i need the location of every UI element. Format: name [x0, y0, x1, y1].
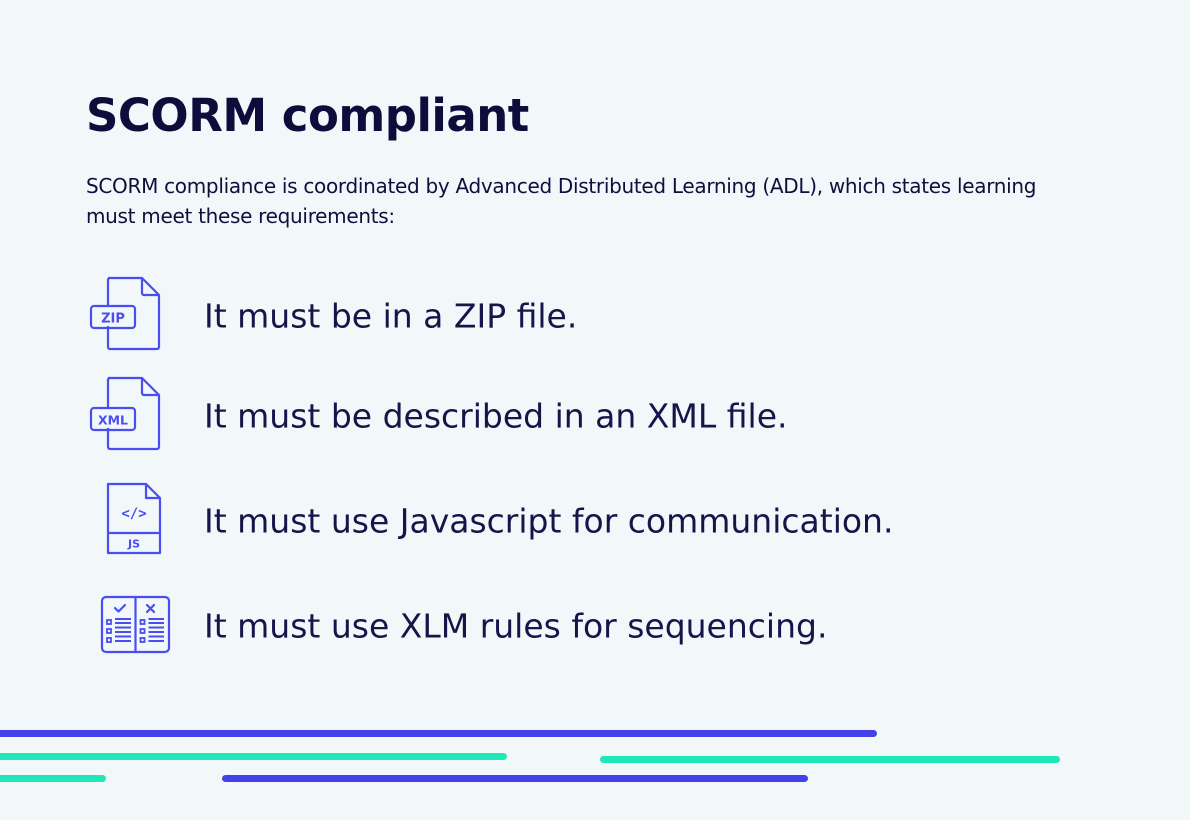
js-file-icon: </> JS — [84, 481, 174, 561]
requirement-item-js: </> JS It must use Javascript for commun… — [84, 481, 1084, 561]
decorative-line-green — [600, 756, 1060, 763]
requirement-item-xml: XML It must be described in an XML file. — [84, 376, 1084, 456]
requirement-text: It must be described in an XML file. — [204, 396, 788, 436]
checklist-icon — [84, 586, 174, 666]
svg-text:XML: XML — [98, 413, 128, 428]
xml-file-icon: XML — [84, 376, 174, 456]
requirement-text: It must use Javascript for communication… — [204, 501, 894, 541]
decorative-line-blue — [222, 775, 808, 782]
svg-text:</>: </> — [121, 506, 146, 522]
requirement-item-xlm: It must use XLM rules for sequencing. — [84, 586, 1084, 666]
requirement-item-zip: ZIP It must be in a ZIP file. — [84, 276, 1084, 356]
decorative-line-blue — [0, 730, 877, 737]
requirement-text: It must be in a ZIP file. — [204, 296, 578, 336]
zip-file-icon: ZIP — [84, 276, 174, 356]
svg-text:ZIP: ZIP — [101, 312, 125, 327]
decorative-line-green — [0, 775, 106, 782]
page-title: SCORM compliant — [86, 89, 529, 142]
intro-paragraph: SCORM compliance is coordinated by Advan… — [86, 174, 1037, 228]
requirement-text: It must use XLM rules for sequencing. — [204, 606, 828, 646]
svg-text:JS: JS — [127, 538, 140, 551]
decorative-line-green — [0, 753, 507, 760]
